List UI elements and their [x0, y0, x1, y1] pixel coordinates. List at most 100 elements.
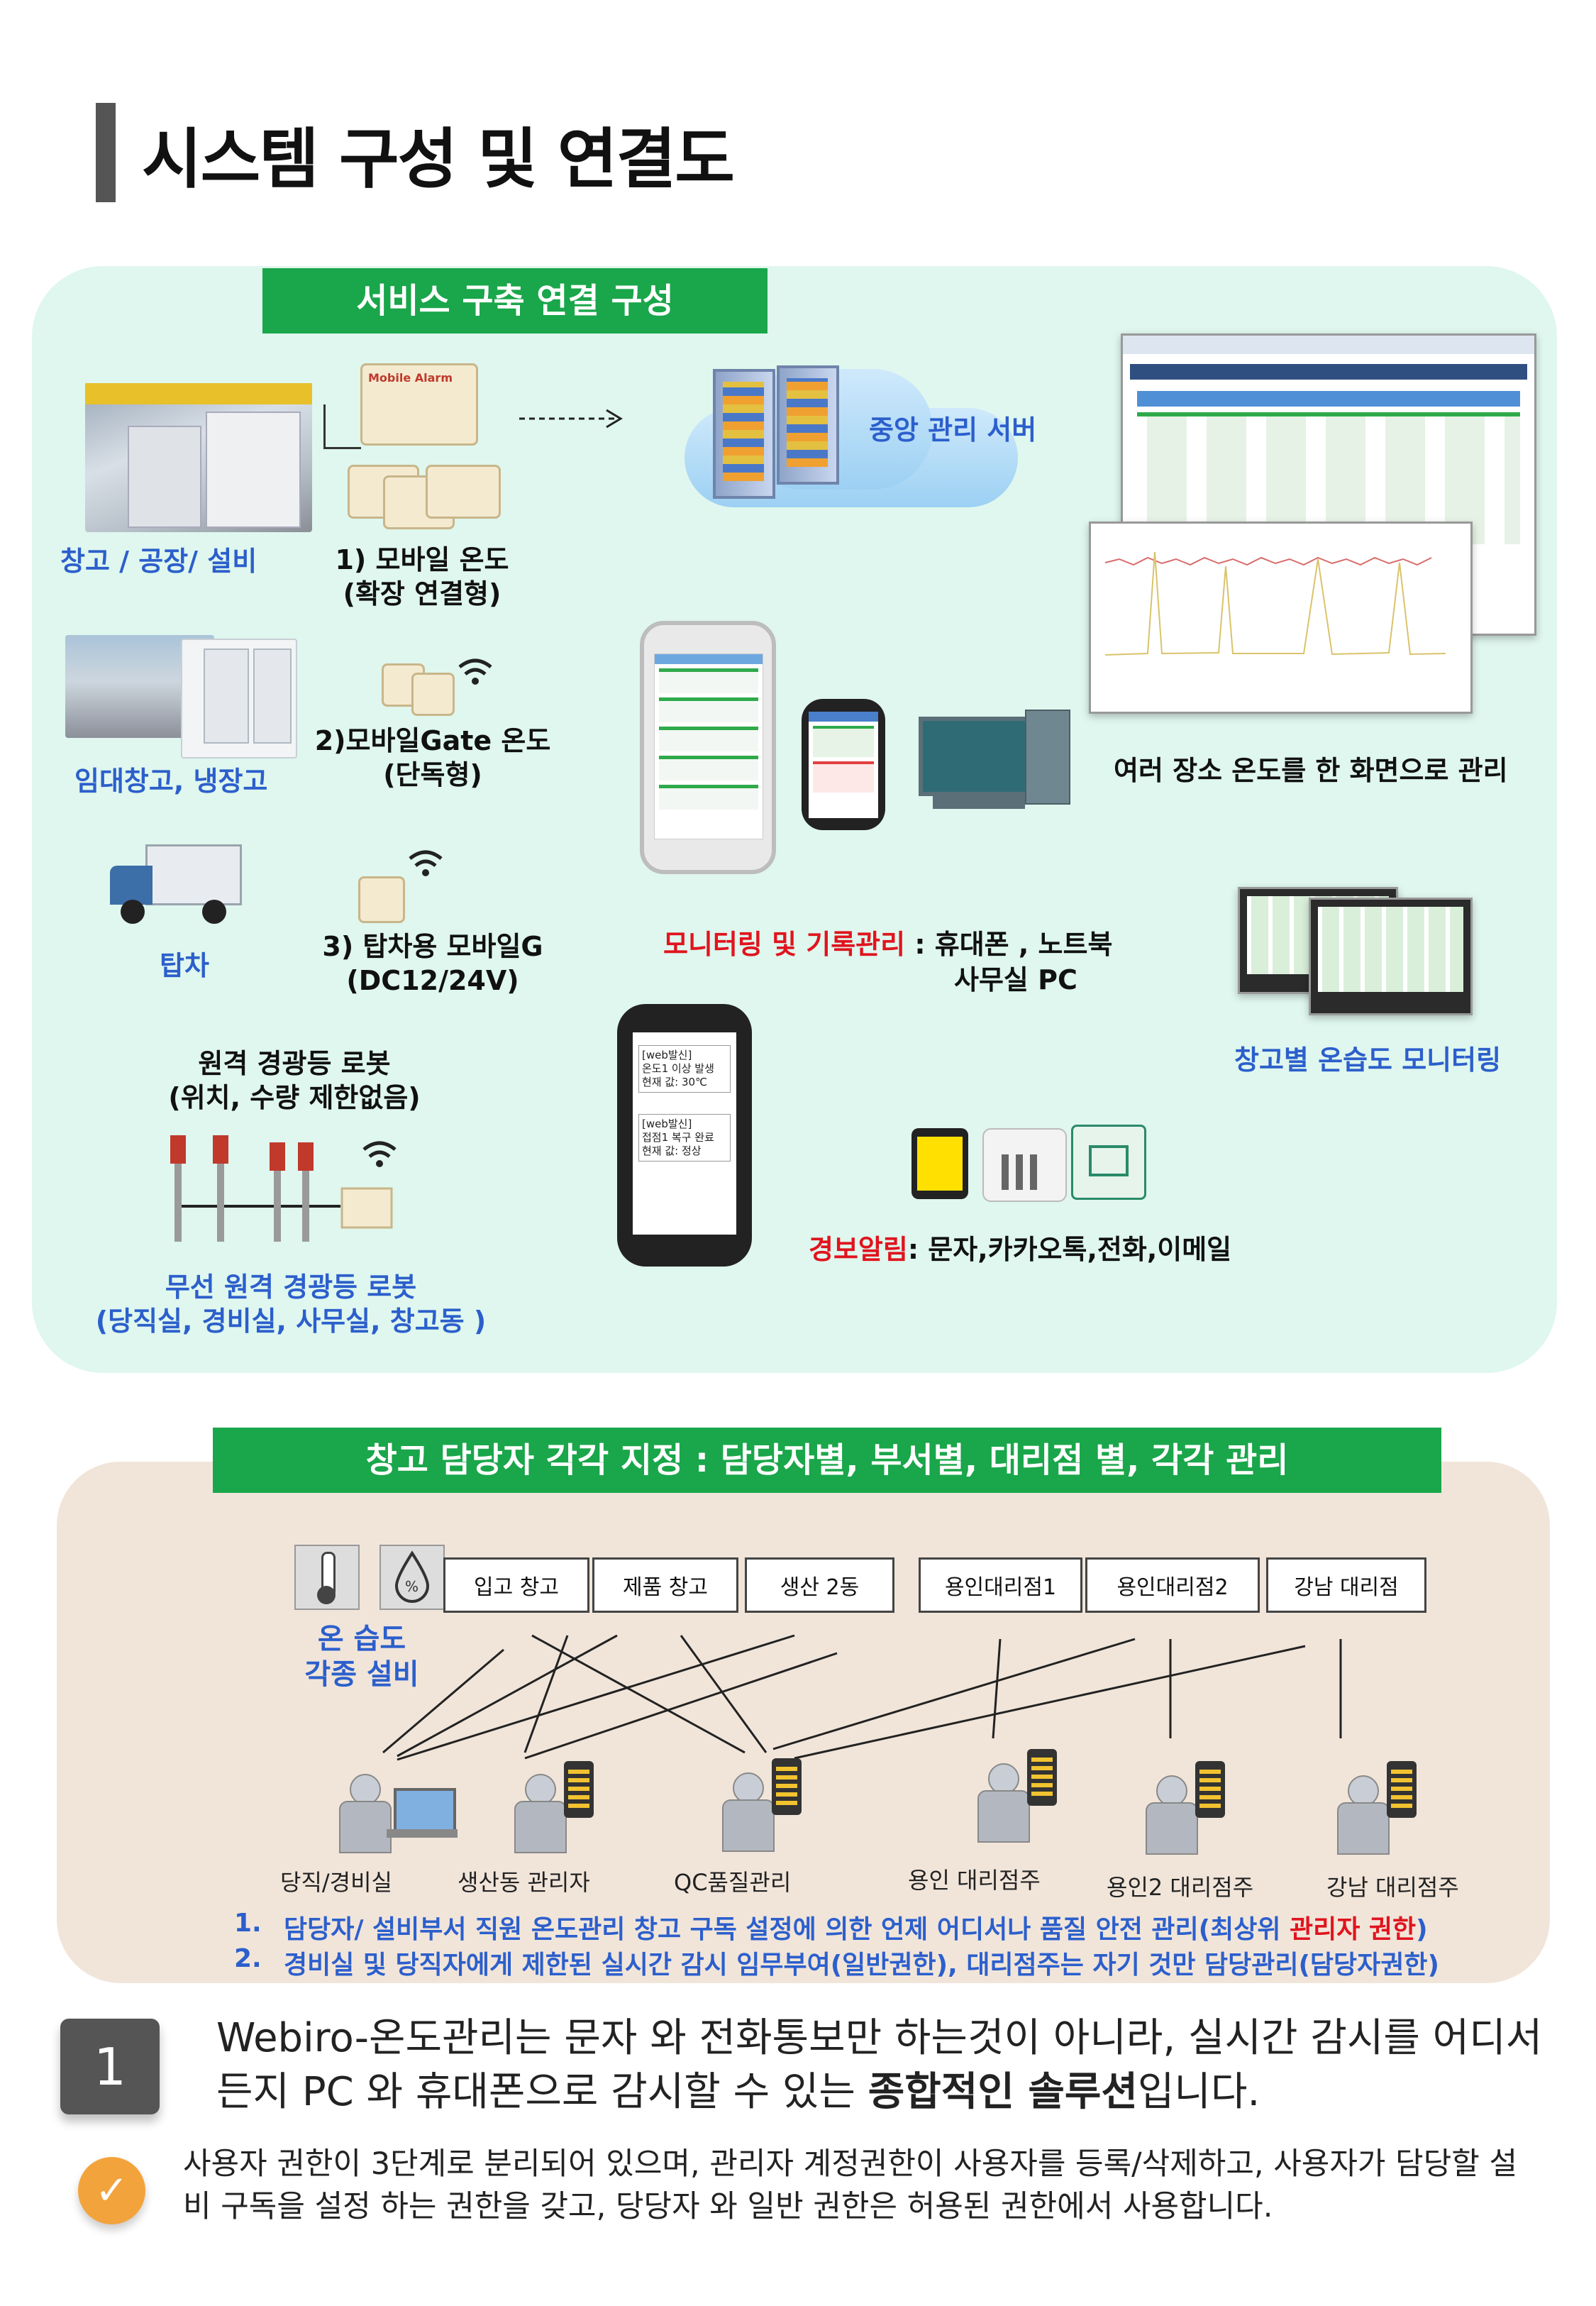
note1-text: 담당자/ 설비부서 직원 온도관리 창고 구독 설정에 의한 언제 어디서나 품… [284, 1909, 1546, 1946]
sms2-sender: [web발신] [642, 1118, 692, 1130]
item2-line2: (단독형) [383, 759, 482, 790]
temperature-monitor-2 [1309, 898, 1473, 1015]
wireless-line1: 무선 원격 경광등 로봇 [165, 1271, 417, 1303]
gate-sensor-2 [411, 673, 455, 716]
monitoring-label-black: : 휴대폰 , 노트북 [905, 929, 1113, 960]
mobile-phone-icon [1387, 1761, 1417, 1818]
connector-line [323, 404, 361, 449]
person-label: QC품질관리 [674, 1869, 792, 1896]
person-icon [514, 1774, 567, 1853]
beacon-line2: (위치, 수량 제한없음) [168, 1082, 421, 1113]
note2-text: 경비실 및 당직자에게 제한된 실시간 감시 임무부여(일반권한), 대리점주는… [284, 1951, 1439, 1980]
trend-chart-icon [1104, 551, 1446, 656]
service-header: 서비스 구축 연결 구성 [262, 268, 767, 333]
sms2-body: 접점1 복구 완료 [642, 1131, 714, 1144]
laptop-icon [387, 1788, 458, 1845]
location-tag: 입고 창고 [443, 1557, 589, 1613]
sms2-value: 현재 값: 정상 [642, 1144, 702, 1157]
mobile-phone-icon [1027, 1749, 1057, 1806]
smartphone-icon [802, 699, 885, 830]
note1-end: ) [1416, 1915, 1428, 1944]
equipment-label: 온 습도 각종 설비 [280, 1621, 443, 1692]
page-title: 시스템 구성 및 연결도 [142, 121, 735, 197]
person-label: 당직/경비실 [280, 1869, 392, 1896]
warehouse-monitor-label: 창고별 온습도 모니터링 [1234, 1044, 1502, 1076]
site-truck-label: 탑차 [160, 950, 209, 981]
item1-line2: (확장 연결형) [343, 578, 501, 609]
location-tag: 용인대리점2 [1085, 1557, 1260, 1613]
summary-text-part2: 입니다. [1137, 2069, 1260, 2115]
item1-title: 1) 모바일 온도 (확장 연결형) [298, 543, 546, 611]
person-icon [1337, 1775, 1390, 1855]
refrigerator-photo [181, 639, 297, 758]
alarm-label: 경보알림: 문자,카카오톡,전화,이메일 [809, 1228, 1231, 1267]
monitoring-label: 모니터링 및 기록관리 : 휴대폰 , 노트북 [663, 922, 1112, 961]
alarm-label-red: 경보알림 [809, 1234, 908, 1265]
note1-body: 담당자/ 설비부서 직원 온도관리 창고 구독 설정에 의한 언제 어디서나 품… [284, 1915, 1290, 1944]
permission-note: 사용자 권한이 3단계로 분리되어 있으며, 관리자 계정권한이 사용자를 등록… [183, 2146, 1518, 2224]
chart-screenshot [1089, 522, 1473, 714]
smartphone-app-icon [640, 621, 776, 874]
sms1-value: 현재 값: 30℃ [642, 1076, 707, 1088]
person-label: 생산동 관리자 [458, 1869, 590, 1896]
mobile-alarm-sensor: Mobile Alarm [360, 363, 478, 446]
location-tag: 생산 2동 [745, 1557, 894, 1613]
person-icon [339, 1774, 392, 1853]
beacon-robot-icon [170, 1135, 393, 1242]
item3-line1: 3) 탑차용 모바일G [322, 931, 543, 962]
check-icon: ✓ [78, 2157, 145, 2224]
beacon-line1: 원격 경광등 로봇 [198, 1048, 391, 1079]
item1-line1: 1) 모바일 온도 [335, 544, 509, 575]
telephone-icon [982, 1128, 1067, 1202]
alarm-label-black: : 문자,카카오톡,전화,이메일 [907, 1234, 1232, 1265]
person-label: 강남 대리점주 [1326, 1874, 1459, 1901]
item3-title: 3) 탑차용 모바일G (DC12/24V) [305, 929, 560, 998]
section-number-badge: 1 [60, 2019, 160, 2114]
item2-title: 2)모바일Gate 온도 (단독형) [305, 724, 560, 792]
monitoring-label-red: 모니터링 및 기록관리 [663, 929, 906, 960]
summary-text-bold: 종합적인 솔루션 [868, 2069, 1138, 2115]
person-label: 용인 대리점주 [908, 1867, 1041, 1894]
site-warehouse-label: 창고 / 공장/ 설비 [60, 546, 257, 577]
server-label: 중앙 관리 서버 [869, 414, 1037, 446]
location-tag: 용인대리점1 [919, 1557, 1082, 1613]
title-accent-bar [96, 103, 116, 202]
summary-text-part1: Webiro-온도관리는 문자 와 전화통보만 하는것이 아니라, 실시간 감시… [216, 2015, 1543, 2115]
thermometer-icon [294, 1545, 360, 1610]
person-icon [977, 1763, 1030, 1843]
person-icon [722, 1772, 775, 1852]
wifi-icon-2 [409, 850, 443, 876]
summary-text: Webiro-온도관리는 문자 와 전화통보만 하는것이 아니라, 실시간 감시… [216, 2012, 1564, 2119]
location-tag: 강남 대리점 [1266, 1557, 1426, 1613]
server-icon [713, 369, 775, 499]
equipment-line1: 온 습도 [317, 1623, 406, 1655]
sms-phone-icon: [web발신] 온도1 이상 발생 현재 값: 30℃ [web발신] 접점1 … [617, 1004, 752, 1267]
multi-place-label: 여러 장소 온도를 한 화면으로 관리 [1114, 755, 1508, 786]
mobile-phone-icon [772, 1758, 802, 1815]
mobile-phone-icon [1195, 1761, 1225, 1818]
wireless-line2: (당직실, 경비실, 사무실, 창고동 ) [95, 1306, 487, 1337]
mobile-phone-icon [564, 1761, 594, 1818]
note2-number: 2. [234, 1944, 262, 1973]
person-icon [1146, 1775, 1198, 1855]
wifi-icon-3 [362, 1141, 397, 1167]
svg-text:%: % [405, 1578, 419, 1595]
warehouse-photo [85, 383, 312, 532]
monitoring-label-line2: 사무실 PC [954, 964, 1077, 995]
desktop-pc-icon [919, 710, 1071, 812]
beacon-title: 원격 경광등 로봇 (위치, 수량 제한없음) [135, 1047, 454, 1115]
item2-line1: 2)모바일Gate 온도 [314, 725, 551, 756]
kakaotalk-phone-icon [911, 1128, 968, 1199]
dashed-arrow-icon [519, 409, 623, 429]
person-label: 용인2 대리점주 [1107, 1874, 1254, 1901]
wifi-icon [458, 658, 492, 685]
note1-number: 1. [234, 1909, 262, 1938]
email-icon [1071, 1125, 1146, 1200]
site-rental-label: 임대창고, 냉장고 [74, 766, 268, 797]
assignment-header: 창고 담당자 각각 지정 : 담당자별, 부서별, 대리점 별, 각각 관리 [213, 1428, 1441, 1493]
humidity-icon: % [379, 1545, 445, 1610]
sensor-probe-3 [426, 465, 501, 519]
sms1-body: 온도1 이상 발생 [642, 1062, 714, 1075]
truck-sensor [358, 876, 405, 923]
